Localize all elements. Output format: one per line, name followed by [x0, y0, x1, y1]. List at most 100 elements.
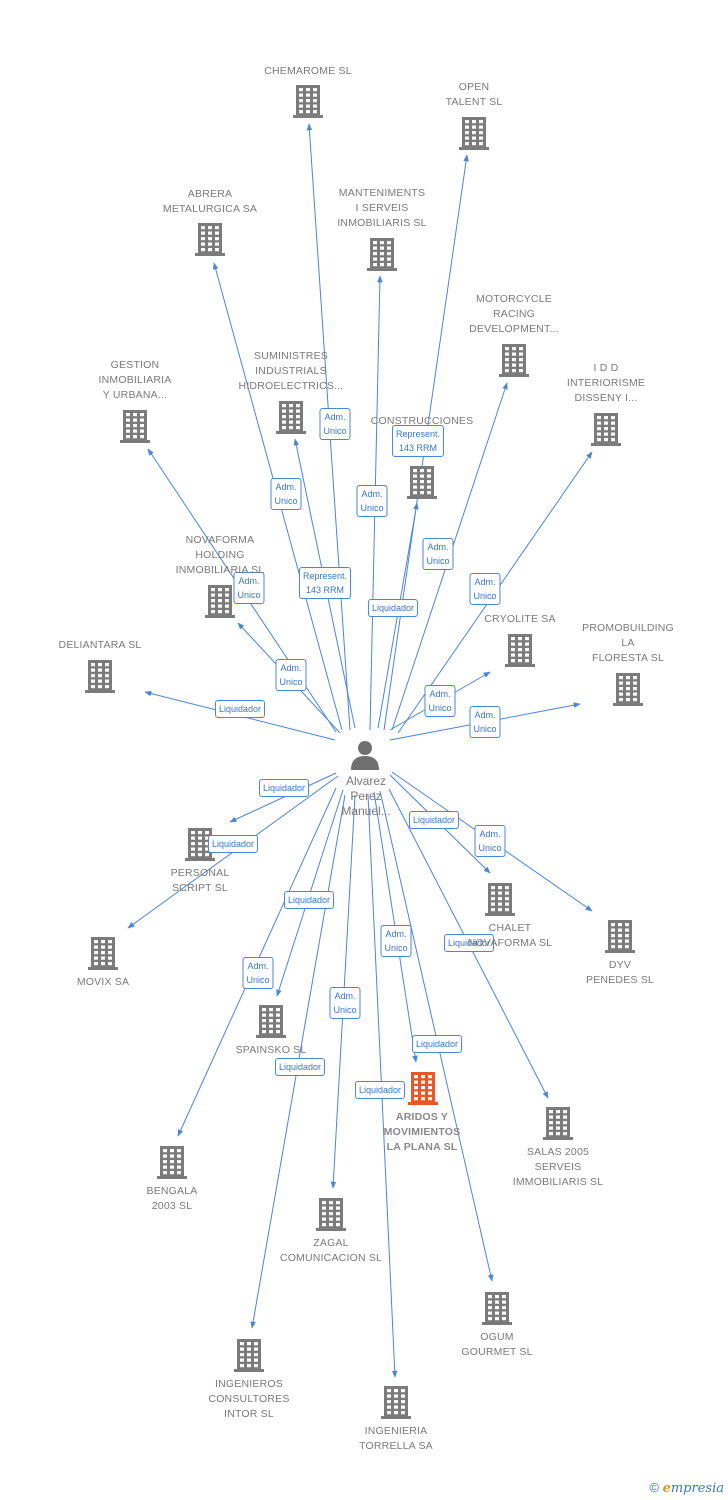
node-label-line: I D D	[593, 362, 619, 374]
edge-label-line: Adm.	[474, 710, 496, 720]
edge-label-salas[interactable]: Liquidador	[443, 934, 495, 952]
building-icon-deliantara[interactable]	[85, 660, 115, 693]
edge-label-ogum[interactable]: Adm.Unico	[380, 925, 412, 957]
building-icon-idd[interactable]	[591, 413, 621, 446]
building-icon-dyv[interactable]	[605, 920, 635, 953]
edge-label-cryolite[interactable]: Adm.Unico	[424, 685, 456, 717]
edge-label-line: Adm.	[479, 829, 501, 839]
edge-label-chemarome[interactable]: Adm.Unico	[319, 408, 351, 440]
building-icon-salas[interactable]	[543, 1107, 573, 1140]
node-label-line: FLORESTA SL	[591, 652, 665, 664]
person-icon[interactable]	[351, 741, 379, 770]
node-label-line: TALENT SL	[445, 96, 503, 108]
center-person-label[interactable]: Alvarez Perez Manuel...	[316, 774, 416, 819]
node-label-construcciones[interactable]: CONSTRUCCIONES	[342, 414, 502, 429]
building-icon-open-talent[interactable]	[459, 117, 489, 150]
edge-label-chalet[interactable]: Liquidador	[408, 811, 460, 829]
building-icon-gestion[interactable]	[120, 410, 150, 443]
edge-label-line: Represent.	[395, 429, 441, 439]
building-icon-aridos[interactable]	[408, 1072, 438, 1105]
building-icon-construcciones[interactable]	[407, 466, 437, 499]
node-label-line: INDUSTRIALS	[255, 365, 327, 377]
node-label-movix[interactable]: MOVIX SA	[23, 975, 183, 990]
edge-label-line: Adm.	[429, 689, 451, 699]
building-icon-movix[interactable]	[88, 937, 118, 970]
edge-label-personal-script[interactable]: Liquidador	[258, 779, 310, 797]
node-label-chemarome[interactable]: CHEMAROME SL	[228, 64, 388, 79]
edge-label-line: Liquidador	[412, 815, 456, 825]
building-icon-promobuilding[interactable]	[613, 673, 643, 706]
edge-label-abrera[interactable]: Adm.Unico	[270, 478, 302, 510]
edge-label-manteniments[interactable]: Adm.Unico	[356, 485, 388, 517]
node-label-line: MOVIX SA	[76, 976, 130, 988]
edge-label-movix[interactable]: Liquidador	[207, 835, 259, 853]
building-icon-motorcycle[interactable]	[499, 344, 529, 377]
edge-label-deliantara[interactable]: Liquidador	[214, 700, 266, 718]
building-icon-ogum[interactable]	[482, 1292, 512, 1325]
edge-label-construcciones[interactable]: Liquidador	[367, 599, 419, 617]
building-icon-cryolite[interactable]	[505, 634, 535, 667]
edge-label-bengala[interactable]: Adm.Unico	[242, 957, 274, 989]
edge-label-ingenieros[interactable]: Liquidador	[274, 1058, 326, 1076]
edge-label-ingenieria[interactable]: Liquidador	[354, 1081, 406, 1099]
node-label-deliantara[interactable]: DELIANTARA SL	[20, 638, 180, 653]
node-label-line: GOURMET SL	[461, 1346, 533, 1358]
building-icon-abrera[interactable]	[195, 223, 225, 256]
node-label-line: INTOR SL	[224, 1408, 274, 1420]
building-icon-ingenieros[interactable]	[234, 1339, 264, 1372]
edge-personal-script	[229, 772, 337, 823]
edge-label-promobuilding[interactable]: Adm.Unico	[469, 706, 501, 738]
edge-label-line: Adm.	[238, 576, 260, 586]
building-icon-manteniments[interactable]	[367, 238, 397, 271]
node-label-spainsko[interactable]: SPAINSKO SL	[191, 1043, 351, 1058]
edge-label-gestion[interactable]: Adm.Unico	[233, 572, 265, 604]
building-icon-spainsko[interactable]	[256, 1005, 286, 1038]
edge-label-aridos[interactable]: Liquidador	[411, 1035, 463, 1053]
node-label-line: NOVAFORMA SL	[467, 937, 553, 949]
edge-label-dyv[interactable]: Adm.Unico	[474, 825, 506, 857]
node-label-line: SUMINISTRES	[254, 350, 328, 362]
edge-label-suministres[interactable]: Represent.143 RRM	[298, 567, 352, 599]
edge-label-open-talent[interactable]: Represent.143 RRM	[391, 425, 445, 457]
edge-label-motorcycle[interactable]: Adm.Unico	[422, 538, 454, 570]
node-label-line: INGENIERIA	[364, 1425, 428, 1437]
edge-label-novaforma[interactable]: Adm.Unico	[275, 659, 307, 691]
edge-label-zagal[interactable]: Adm.Unico	[329, 987, 361, 1019]
node-label-cryolite[interactable]: CRYOLITE SA	[440, 612, 600, 627]
edge-label-line: Adm.	[247, 961, 269, 971]
building-icon-bengala[interactable]	[157, 1146, 187, 1179]
node-label-line: COMUNICACION SL	[279, 1252, 383, 1264]
footer-brand[interactable]: © empresia	[649, 1480, 724, 1496]
edge-label-idd[interactable]: Adm.Unico	[469, 573, 501, 605]
node-label-line: RACING	[492, 308, 536, 320]
building-icon-zagal[interactable]	[316, 1198, 346, 1231]
building-icon-chalet[interactable]	[485, 883, 515, 916]
building-icon-ingenieria[interactable]	[381, 1386, 411, 1419]
building-icon-chemarome[interactable]	[293, 85, 323, 118]
node-label-line: LA PLANA SL	[386, 1141, 458, 1153]
building-icon-suministres[interactable]	[276, 401, 306, 434]
edge-label-line: Liquidador	[218, 704, 262, 714]
edge-label-line: Represent.	[302, 571, 348, 581]
building-icon-novaforma[interactable]	[205, 585, 235, 618]
edge-label-spainsko[interactable]: Liquidador	[283, 891, 335, 909]
